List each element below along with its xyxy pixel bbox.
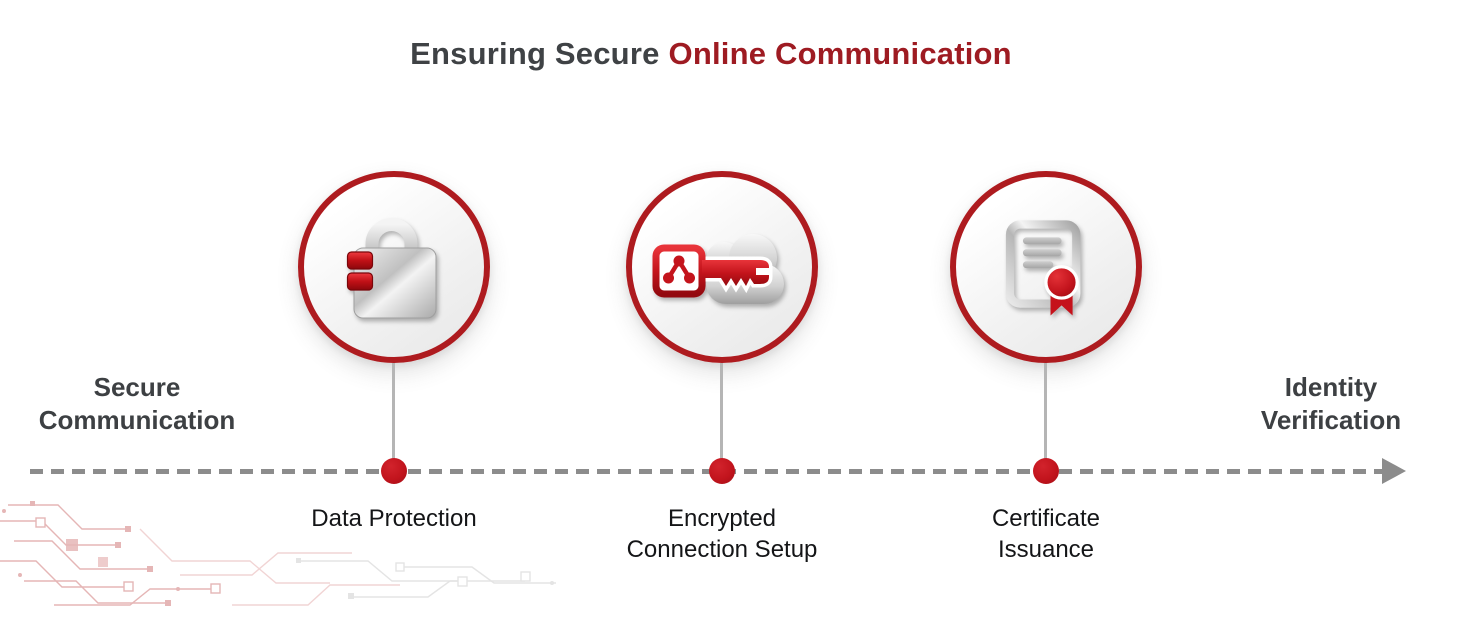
timeline-dashed-line xyxy=(30,469,1382,474)
timeline-arrowhead-icon xyxy=(1382,458,1406,484)
milestone-label: Data Protection xyxy=(311,505,477,532)
milestone-encrypted-connection: Encrypted Connection Setup xyxy=(626,171,818,571)
title-highlight: Online Communication xyxy=(668,36,1012,71)
timeline-start-label: Secure Communication xyxy=(38,372,236,435)
milestone-connector-line xyxy=(1044,363,1047,470)
milestone-certificate-issuance: Certificate Issuance xyxy=(950,171,1142,571)
milestone-label: Certificate Issuance xyxy=(991,505,1101,563)
milestone-connector-line xyxy=(720,363,723,470)
milestone-data-protection: Data Protection xyxy=(298,171,490,571)
network-node-glyph xyxy=(663,255,695,284)
cloud-key-icon xyxy=(652,234,784,304)
timeline-dot xyxy=(381,458,407,484)
circuit-pattern-decoration xyxy=(0,501,556,606)
padlock-icon xyxy=(346,218,437,319)
timeline-end-label: Identity Verification xyxy=(1260,372,1402,435)
milestone-label: Encrypted Connection Setup xyxy=(626,505,818,563)
timeline-dot xyxy=(1033,458,1059,484)
certificate-seal-icon xyxy=(1005,220,1081,316)
milestone-connector-line xyxy=(392,363,395,470)
timeline-dot xyxy=(709,458,735,484)
title-prefix: Ensuring Secure xyxy=(410,36,660,71)
